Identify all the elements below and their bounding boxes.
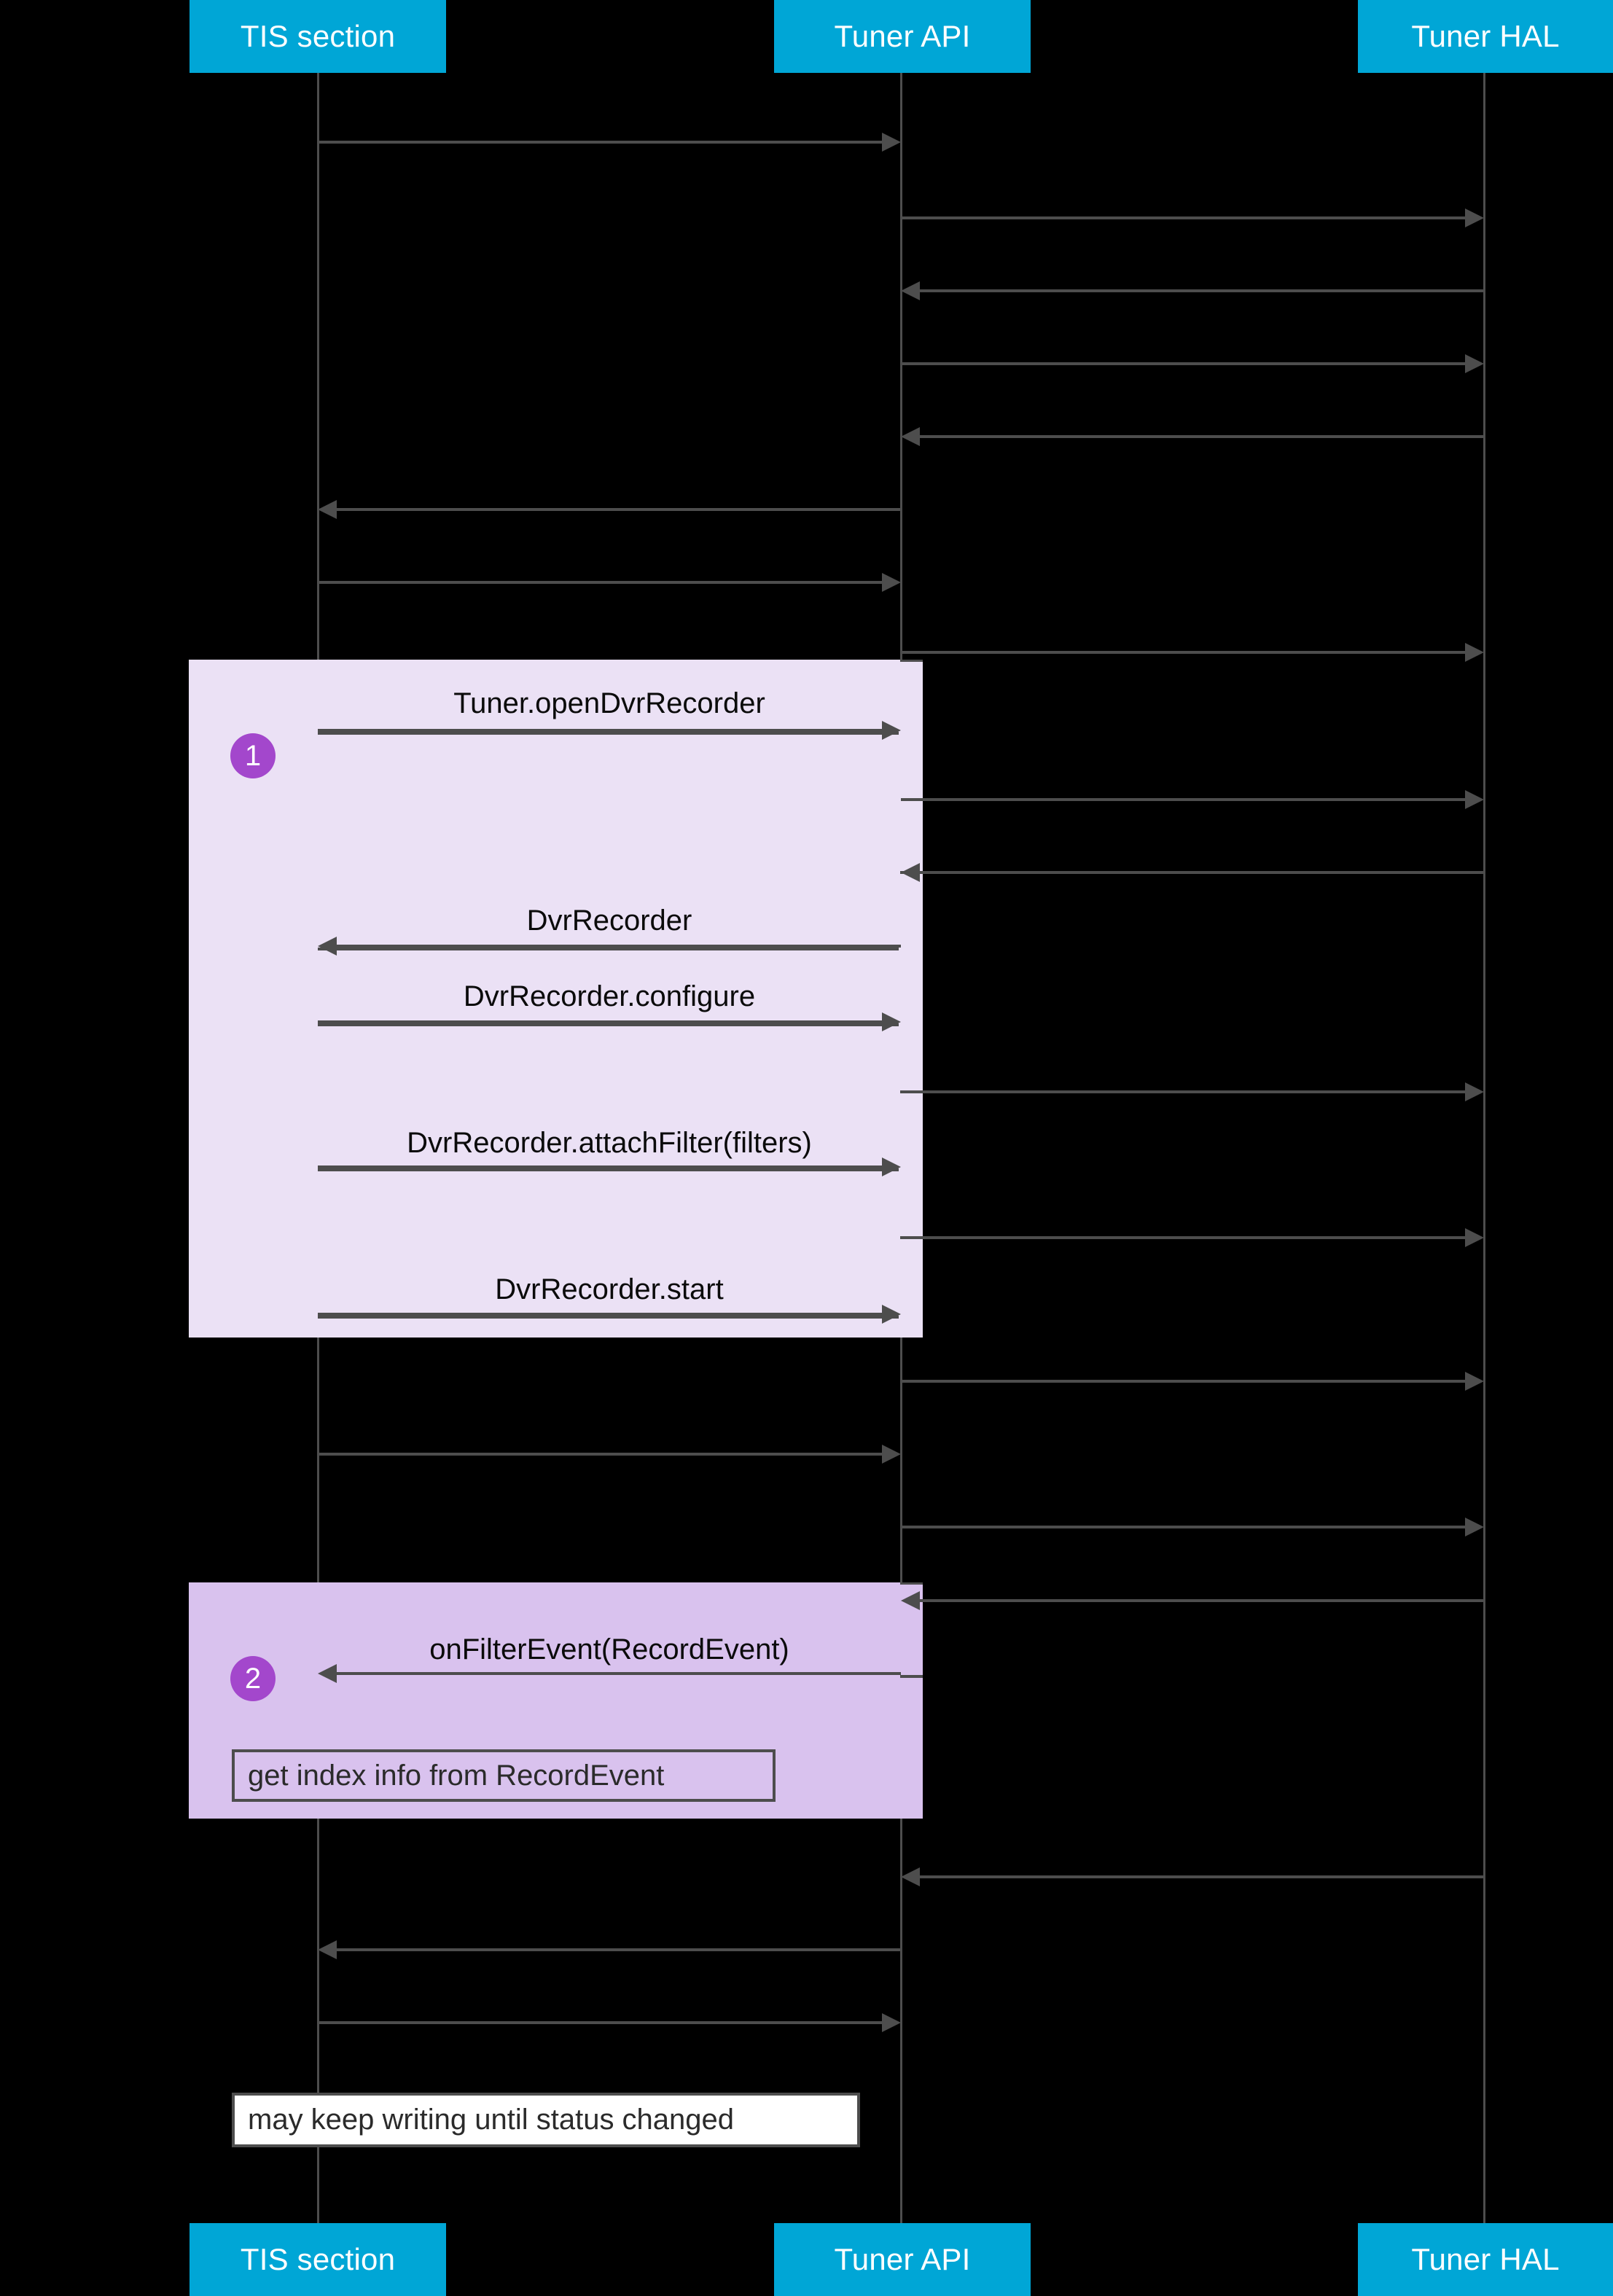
- message-line-m11: [915, 871, 1484, 874]
- message-arrowhead-m06: [318, 500, 337, 519]
- message-line-m12: [332, 945, 901, 948]
- message-arrowhead-m18: [1465, 1372, 1484, 1391]
- message-line-m21: [915, 1599, 1484, 1602]
- fragment-1-region: [189, 660, 923, 1338]
- participant-header-api[interactable]: Tuner API: [774, 0, 1031, 73]
- message-line-m09: [318, 729, 886, 732]
- fragment-1-separator-d: [318, 1168, 899, 1171]
- message-line-m15: [318, 1165, 886, 1168]
- message-arrowhead-m11: [901, 863, 920, 882]
- message-arrowhead-m17: [882, 1305, 901, 1324]
- fragment-2-edge-mid: [900, 1675, 923, 1678]
- message-label-m09: Tuner.openDvrRecorder: [453, 687, 765, 719]
- message-label-m12: DvrRecorder: [526, 905, 692, 937]
- message-label-m15: DvrRecorder.attachFilter(filters): [407, 1127, 812, 1159]
- message-arrowhead-m10: [1465, 790, 1484, 809]
- message-line-m03: [915, 289, 1484, 292]
- fragment-1-separator-e: [318, 1316, 899, 1319]
- fragment-2-badge: 2: [230, 1656, 276, 1701]
- message-arrowhead-m16: [1465, 1228, 1484, 1247]
- message-arrowhead-m15: [882, 1157, 901, 1176]
- message-arrowhead-m08: [1465, 643, 1484, 662]
- message-arrowhead-m04: [1465, 354, 1484, 373]
- note-get-index-info: get index info from RecordEvent: [232, 1749, 776, 1802]
- message-line-m04: [901, 362, 1469, 365]
- message-line-m10: [901, 798, 1469, 801]
- message-arrowhead-m05: [901, 427, 920, 446]
- message-arrowhead-m01: [882, 133, 901, 152]
- message-arrowhead-m19: [882, 1445, 901, 1464]
- message-line-m01: [318, 141, 886, 144]
- fragment-1-edge-top: [900, 660, 923, 662]
- message-line-m16: [901, 1236, 1469, 1239]
- lifeline-hal: [1483, 51, 1485, 2245]
- message-line-m22: [332, 1672, 901, 1675]
- message-line-m05: [915, 435, 1484, 438]
- message-line-m20: [901, 1526, 1469, 1528]
- message-arrowhead-m20: [1465, 1518, 1484, 1536]
- message-line-m18: [901, 1380, 1469, 1383]
- message-arrowhead-m24: [318, 1940, 337, 1959]
- message-arrowhead-m12: [318, 937, 337, 956]
- message-line-m06: [332, 508, 901, 511]
- message-arrowhead-m21: [901, 1591, 920, 1610]
- message-line-m07: [318, 581, 886, 584]
- message-arrowhead-m23: [901, 1867, 920, 1886]
- participant-footer-api[interactable]: Tuner API: [774, 2223, 1031, 2296]
- message-line-m19: [318, 1453, 886, 1456]
- note-may-keep-writing: may keep writing until status changed: [232, 2093, 860, 2147]
- message-line-m25: [318, 2021, 886, 2024]
- message-arrowhead-m07: [882, 573, 901, 592]
- message-line-m23: [915, 1875, 1484, 1878]
- message-line-m17: [318, 1313, 886, 1316]
- message-arrowhead-m13: [882, 1012, 901, 1031]
- message-line-m14: [901, 1090, 1469, 1093]
- message-arrowhead-m03: [901, 281, 920, 300]
- message-line-m13: [318, 1020, 886, 1023]
- message-label-m17: DvrRecorder.start: [495, 1273, 724, 1305]
- message-line-m24: [332, 1948, 901, 1951]
- participant-footer-hal[interactable]: Tuner HAL: [1358, 2223, 1613, 2296]
- message-arrowhead-m09: [882, 721, 901, 740]
- message-arrowhead-m14: [1465, 1082, 1484, 1101]
- message-label-m13: DvrRecorder.configure: [463, 980, 756, 1012]
- message-line-m08: [901, 651, 1469, 654]
- participant-footer-tis[interactable]: TIS section: [190, 2223, 446, 2296]
- message-arrowhead-m02: [1465, 208, 1484, 227]
- participant-header-hal[interactable]: Tuner HAL: [1358, 0, 1613, 73]
- fragment-2-edge-top: [900, 1582, 923, 1585]
- fragment-1-separator-c: [318, 1023, 899, 1026]
- message-label-m22: onFilterEvent(RecordEvent): [429, 1633, 789, 1666]
- message-arrowhead-m22: [318, 1664, 337, 1683]
- fragment-1-separator-a: [318, 732, 899, 735]
- fragment-1-badge: 1: [230, 733, 276, 778]
- message-arrowhead-m25: [882, 2013, 901, 2032]
- fragment-1-separator-b: [318, 948, 899, 950]
- message-line-m02: [901, 216, 1469, 219]
- participant-header-tis[interactable]: TIS section: [190, 0, 446, 73]
